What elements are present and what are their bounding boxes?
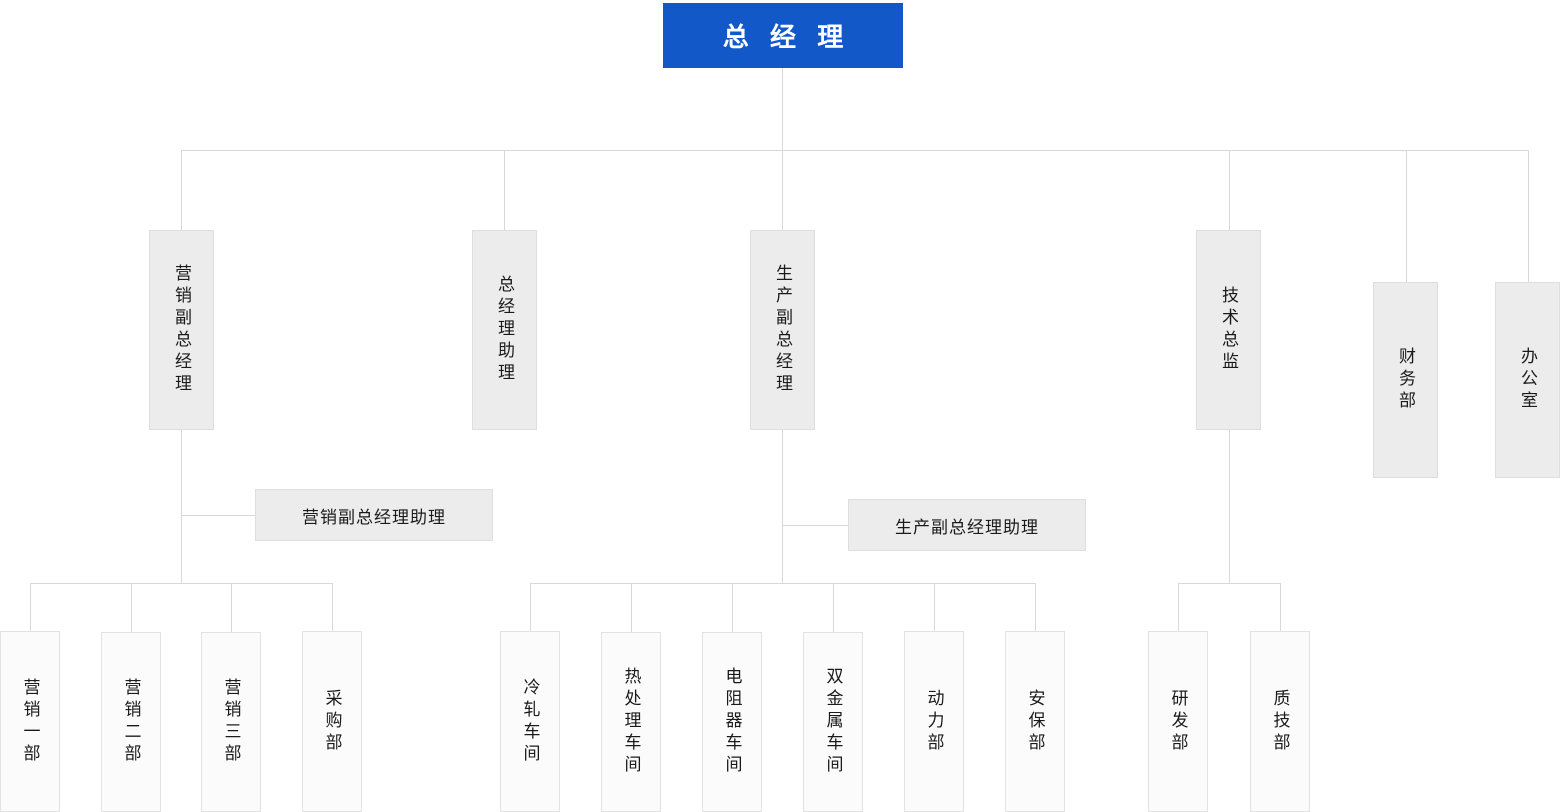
node-label-production-vp: 生产副总经理 (773, 264, 792, 396)
node-cold-rolling-workshop[interactable]: 冷轧车间 (500, 631, 560, 812)
connector-drop-sales-dept-2 (131, 583, 132, 632)
connector-drop-bimetal-workshop (833, 583, 834, 632)
node-label-sales-dept-2: 营销二部 (121, 678, 141, 766)
node-finance-dept[interactable]: 财务部 (1373, 282, 1438, 478)
node-label-bimetal-workshop: 双金属车间 (823, 667, 843, 777)
node-sales-dept-1[interactable]: 营销一部 (0, 631, 60, 812)
connector-tech-director-stem (1229, 430, 1230, 583)
node-rd-dept[interactable]: 研发部 (1148, 631, 1208, 812)
connector-drop-office-dept (1528, 150, 1529, 282)
connector-marketing-vp-stem (181, 430, 182, 583)
node-label-general-manager: 总 经 理 (722, 22, 851, 52)
connector-marketing-child-bus (30, 583, 332, 584)
node-label-security-dept: 安保部 (1025, 688, 1045, 755)
connector-drop-tech-director (1229, 150, 1230, 230)
node-label-heat-treatment-workshop: 热处理车间 (621, 667, 641, 777)
node-heat-treatment-workshop[interactable]: 热处理车间 (601, 632, 661, 812)
node-label-sales-dept-1: 营销一部 (20, 677, 40, 766)
connector-drop-marketing-vp (181, 150, 182, 230)
node-power-dept[interactable]: 动力部 (904, 631, 964, 812)
node-security-dept[interactable]: 安保部 (1005, 631, 1065, 812)
node-resistor-workshop[interactable]: 电阻器车间 (702, 632, 762, 812)
connector-drop-security-dept (1035, 583, 1036, 631)
node-general-manager[interactable]: 总 经 理 (663, 3, 903, 68)
node-label-tech-director: 技术总监 (1219, 286, 1238, 374)
node-label-production-vp-assistant: 生产副总经理助理 (895, 517, 1039, 537)
node-quality-dept[interactable]: 质技部 (1250, 631, 1310, 812)
node-office-dept[interactable]: 办公室 (1495, 282, 1560, 478)
node-label-resistor-workshop: 电阻器车间 (722, 667, 742, 777)
node-label-sales-dept-3: 营销三部 (221, 678, 241, 766)
connector-drop-heat-treatment-workshop (631, 583, 632, 632)
node-label-cold-rolling-workshop: 冷轧车间 (520, 677, 540, 766)
node-label-finance-dept: 财务部 (1396, 347, 1415, 413)
node-label-quality-dept: 质技部 (1270, 688, 1290, 755)
connector-drop-quality-dept (1280, 583, 1281, 631)
connector-main-bus (181, 150, 1529, 151)
node-production-vp[interactable]: 生产副总经理 (750, 230, 815, 430)
node-bimetal-workshop[interactable]: 双金属车间 (803, 632, 863, 812)
node-label-marketing-vp-assistant: 营销副总经理助理 (302, 507, 446, 527)
node-label-marketing-vp: 营销副总经理 (172, 264, 191, 396)
connector-marketing-assistant-branch (181, 515, 255, 516)
node-production-vp-assistant[interactable]: 生产副总经理助理 (848, 499, 1086, 551)
node-tech-director[interactable]: 技术总监 (1196, 230, 1261, 430)
connector-drop-production-vp (782, 150, 783, 230)
node-label-office-dept: 办公室 (1518, 347, 1537, 413)
connector-drop-sales-dept-3 (231, 583, 232, 632)
connector-drop-purchase-dept (332, 583, 333, 631)
node-gm-assistant[interactable]: 总经理助理 (472, 230, 537, 430)
connector-root-stem (782, 68, 783, 150)
node-label-gm-assistant: 总经理助理 (495, 275, 514, 385)
connector-drop-resistor-workshop (732, 583, 733, 632)
connector-production-assistant-branch (782, 525, 848, 526)
node-sales-dept-2[interactable]: 营销二部 (101, 632, 161, 812)
connector-drop-finance-dept (1406, 150, 1407, 282)
node-label-rd-dept: 研发部 (1168, 688, 1188, 755)
connector-tech-child-bus (1178, 583, 1280, 584)
node-purchase-dept[interactable]: 采购部 (302, 631, 362, 812)
connector-drop-power-dept (934, 583, 935, 631)
connector-production-child-bus (530, 583, 1035, 584)
connector-drop-cold-rolling-workshop (530, 583, 531, 631)
connector-drop-gm-assistant (504, 150, 505, 230)
node-label-power-dept: 动力部 (924, 688, 944, 755)
node-marketing-vp[interactable]: 营销副总经理 (149, 230, 214, 430)
node-sales-dept-3[interactable]: 营销三部 (201, 632, 261, 812)
node-label-purchase-dept: 采购部 (322, 688, 342, 755)
connector-production-vp-stem (782, 430, 783, 583)
connector-drop-rd-dept (1178, 583, 1179, 631)
connector-drop-sales-dept-1 (30, 583, 31, 631)
node-marketing-vp-assistant[interactable]: 营销副总经理助理 (255, 489, 493, 541)
